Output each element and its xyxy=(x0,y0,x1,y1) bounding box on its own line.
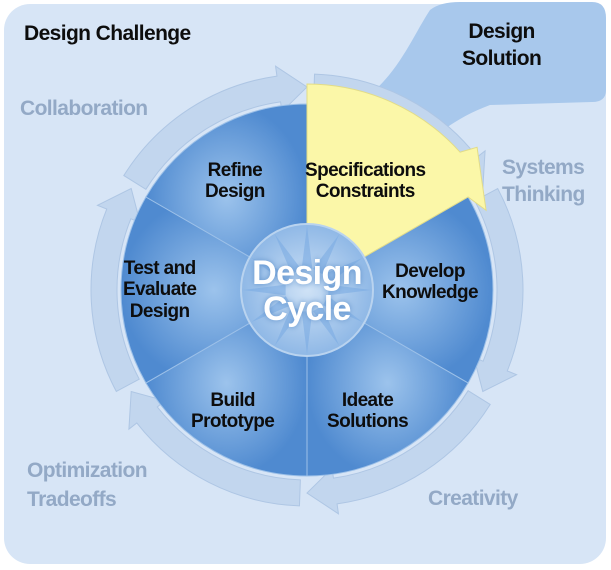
step-line: Test and xyxy=(123,258,197,279)
cycle-wedge xyxy=(120,196,309,384)
outer-arrow-ring xyxy=(90,65,524,515)
theme-systems-line2: Thinking xyxy=(502,183,585,207)
theme-optimization-tradeoffs: Optimization Tradeoffs xyxy=(27,456,148,515)
step-build-prototype: Build Prototype xyxy=(191,390,275,433)
star-ray xyxy=(322,296,363,322)
step-line: Ideate xyxy=(341,390,394,411)
design-solution-line2: Solution xyxy=(462,47,542,71)
star-ray xyxy=(328,284,371,296)
theme-optimization-line1: Optimization xyxy=(27,459,148,482)
star-ray xyxy=(313,305,339,346)
highlighted-wedge-specifications xyxy=(306,83,487,291)
star-ray xyxy=(301,226,313,269)
center-label-design-cycle: Design Cycle xyxy=(250,254,364,328)
center-hub xyxy=(240,223,374,357)
star-ray xyxy=(251,258,292,284)
step-line: Design xyxy=(205,181,265,203)
step-line: Evaluate xyxy=(123,279,197,301)
star-ray xyxy=(243,284,286,296)
step-line: Refine xyxy=(207,160,263,181)
star-ray xyxy=(251,296,292,322)
step-line: Knowledge xyxy=(382,282,479,304)
theme-collaboration: Collaboration xyxy=(20,97,148,120)
ring-arrow-segment xyxy=(128,390,301,507)
star-ray xyxy=(275,305,301,346)
step-refine-design: Refine Design xyxy=(205,160,265,203)
theme-optimization-line2: Tradeoffs xyxy=(27,488,117,512)
center-line2: Cycle xyxy=(263,289,351,328)
step-ideate-solutions: Ideate Solutions xyxy=(327,390,409,433)
theme-systems-thinking: Systems Thinking xyxy=(502,154,585,209)
star-ray xyxy=(275,234,301,275)
ring-arrow-segment xyxy=(473,187,524,393)
theme-systems-line1: Systems xyxy=(502,156,585,179)
ring-arrow-segment xyxy=(90,187,141,393)
star-ray xyxy=(313,234,339,275)
ring-arrow-segment xyxy=(306,389,491,515)
step-line: Constraints xyxy=(315,181,416,203)
step-line: Solutions xyxy=(327,411,409,433)
theme-creativity: Creativity xyxy=(428,487,518,510)
step-line: Design xyxy=(129,300,190,322)
star-ray xyxy=(301,311,313,354)
design-solution-label: Design Solution xyxy=(462,18,542,73)
step-line: Specifications xyxy=(305,160,426,181)
star-ray xyxy=(322,258,363,284)
step-line: Develop xyxy=(395,261,465,282)
step-specifications-constraints: Specifications Constraints xyxy=(305,160,426,203)
step-line: Build xyxy=(210,390,255,411)
step-develop-knowledge: Develop Knowledge xyxy=(382,261,479,304)
design-solution-line1: Design xyxy=(468,20,535,43)
step-line: Prototype xyxy=(191,411,275,433)
design-challenge-title: Design Challenge xyxy=(24,22,191,45)
cycle-wedge xyxy=(305,196,494,384)
center-line1: Design xyxy=(252,254,362,292)
step-test-evaluate-design: Test and Evaluate Design xyxy=(123,258,197,322)
center-star xyxy=(243,226,371,354)
